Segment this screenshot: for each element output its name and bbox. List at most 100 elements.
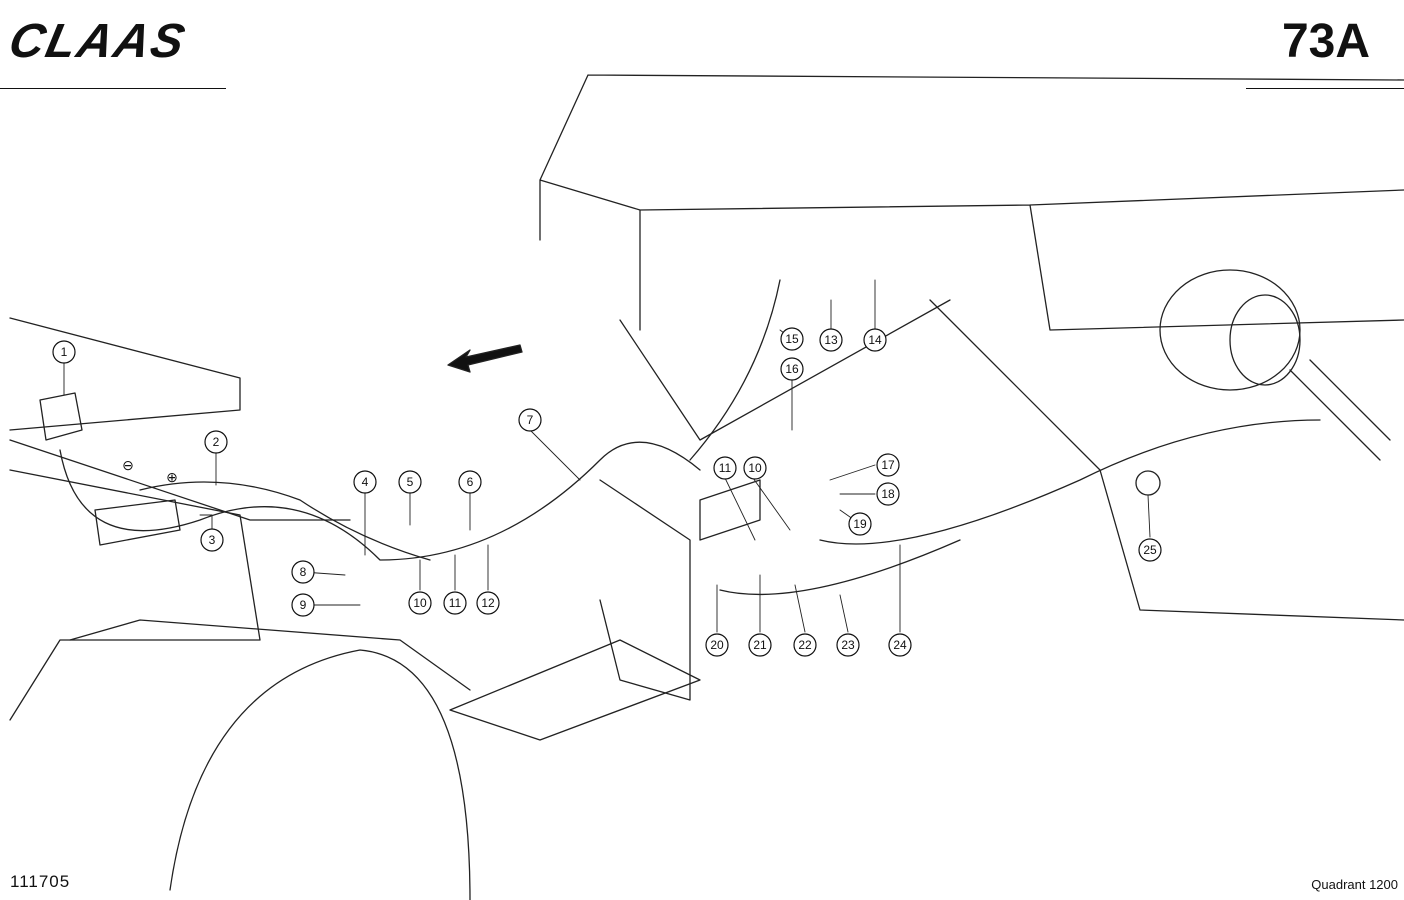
cable-main: [59, 441, 701, 561]
callout-label: 19: [853, 517, 867, 531]
tractor-fender: [69, 619, 471, 691]
callout-circle: [353, 470, 377, 494]
page-number: 73A: [1281, 15, 1370, 68]
cable-24: [819, 419, 1321, 545]
pto-shaft: [1289, 359, 1391, 461]
callout-19: 19: [848, 512, 872, 536]
callout-18: 18: [876, 482, 900, 506]
callout-label: 22: [798, 638, 812, 652]
callout-label: 25: [1143, 543, 1157, 557]
direction-arrow-icon: [447, 344, 523, 373]
monitor-box: [39, 392, 83, 441]
callout-label: 17: [881, 458, 895, 472]
callout-label: 11: [719, 461, 732, 475]
callout-circle: [876, 482, 900, 506]
callout-1: 1: [52, 340, 76, 364]
callout-circle: [888, 633, 912, 657]
callout-circle: [713, 456, 737, 480]
callout-2: 2: [204, 430, 228, 454]
callout-circle: [408, 591, 432, 615]
callout-circle: [443, 591, 467, 615]
ring-25: [1135, 470, 1161, 496]
callout-circle: [743, 456, 767, 480]
callout-label: 10: [748, 461, 762, 475]
callout-8: 8: [291, 560, 315, 584]
callout-circle: [52, 340, 76, 364]
callout-23: 23: [836, 633, 860, 657]
battery-plus-symbol: ⊕: [166, 469, 178, 485]
callout-circle: [1138, 538, 1162, 562]
callout-5: 5: [398, 470, 422, 494]
cable-battery: [139, 481, 431, 561]
callout-label: 23: [841, 638, 855, 652]
callout-label: 10: [413, 596, 427, 610]
callout-circle: [291, 593, 315, 617]
callout-label: 21: [753, 638, 767, 652]
callout-25: 25: [1138, 538, 1162, 562]
callout-17: 17: [876, 453, 900, 477]
callout-label: 8: [300, 565, 307, 579]
callout-9: 9: [291, 593, 315, 617]
callout-10: 10: [743, 456, 767, 480]
callout-15: 15: [780, 327, 804, 351]
flywheel: [1159, 269, 1301, 391]
drawbar: [449, 639, 701, 741]
callout-label: 11: [449, 596, 462, 610]
callout-6: 6: [458, 470, 482, 494]
callout-13: 13: [819, 328, 843, 352]
tractor-hood: [9, 317, 241, 431]
callout-label: 4: [362, 475, 369, 489]
callout-label: 3: [209, 533, 216, 547]
callout-circle: [204, 430, 228, 454]
battery: [94, 499, 181, 546]
callout-7: 7: [518, 408, 542, 432]
callout-21: 21: [748, 633, 772, 657]
callout-label: 7: [527, 413, 534, 427]
baler-side-panel: [929, 299, 1404, 621]
callout-label: 2: [213, 435, 220, 449]
cable-23: [719, 539, 961, 596]
sensor-bracket: [699, 479, 761, 541]
callout-22: 22: [793, 633, 817, 657]
callout-12: 12: [476, 591, 500, 615]
callout-circle: [848, 512, 872, 536]
callout-label: 6: [467, 475, 474, 489]
callout-circle: [200, 528, 224, 552]
cable-15: [689, 279, 781, 461]
callout-circle: [863, 328, 887, 352]
callout-circle: [458, 470, 482, 494]
tractor-wheel: [169, 649, 471, 900]
drawing-number: 111705: [10, 872, 71, 891]
callout-circle: [518, 408, 542, 432]
callout-11: 11: [713, 456, 737, 480]
battery-minus-symbol: ⊖: [122, 457, 134, 473]
callout-label: 16: [785, 362, 799, 376]
baler-body-outline: [539, 74, 1404, 331]
callout-label: 18: [881, 487, 895, 501]
callout-label: 12: [481, 596, 495, 610]
callout-10: 10: [408, 591, 432, 615]
leader-lines: [63, 279, 1151, 633]
flywheel-hub: [1229, 294, 1301, 386]
logo-rule: [0, 88, 226, 89]
callout-circle: [291, 560, 315, 584]
callout-circle: [780, 357, 804, 381]
callout-circle: [876, 453, 900, 477]
callout-16: 16: [780, 357, 804, 381]
callout-20: 20: [705, 633, 729, 657]
hitch-bracket: [599, 479, 691, 701]
callout-label: 5: [407, 475, 414, 489]
tractor-body: [9, 469, 261, 721]
callout-label: 15: [785, 332, 799, 346]
callout-24: 24: [888, 633, 912, 657]
callout-circle: [819, 328, 843, 352]
callout-4: 4: [353, 470, 377, 494]
callout-label: 13: [824, 333, 838, 347]
callout-circle: [398, 470, 422, 494]
callout-14: 14: [863, 328, 887, 352]
callout-label: 1: [61, 345, 68, 359]
callout-3: 3: [200, 528, 224, 552]
callout-11: 11: [443, 591, 467, 615]
